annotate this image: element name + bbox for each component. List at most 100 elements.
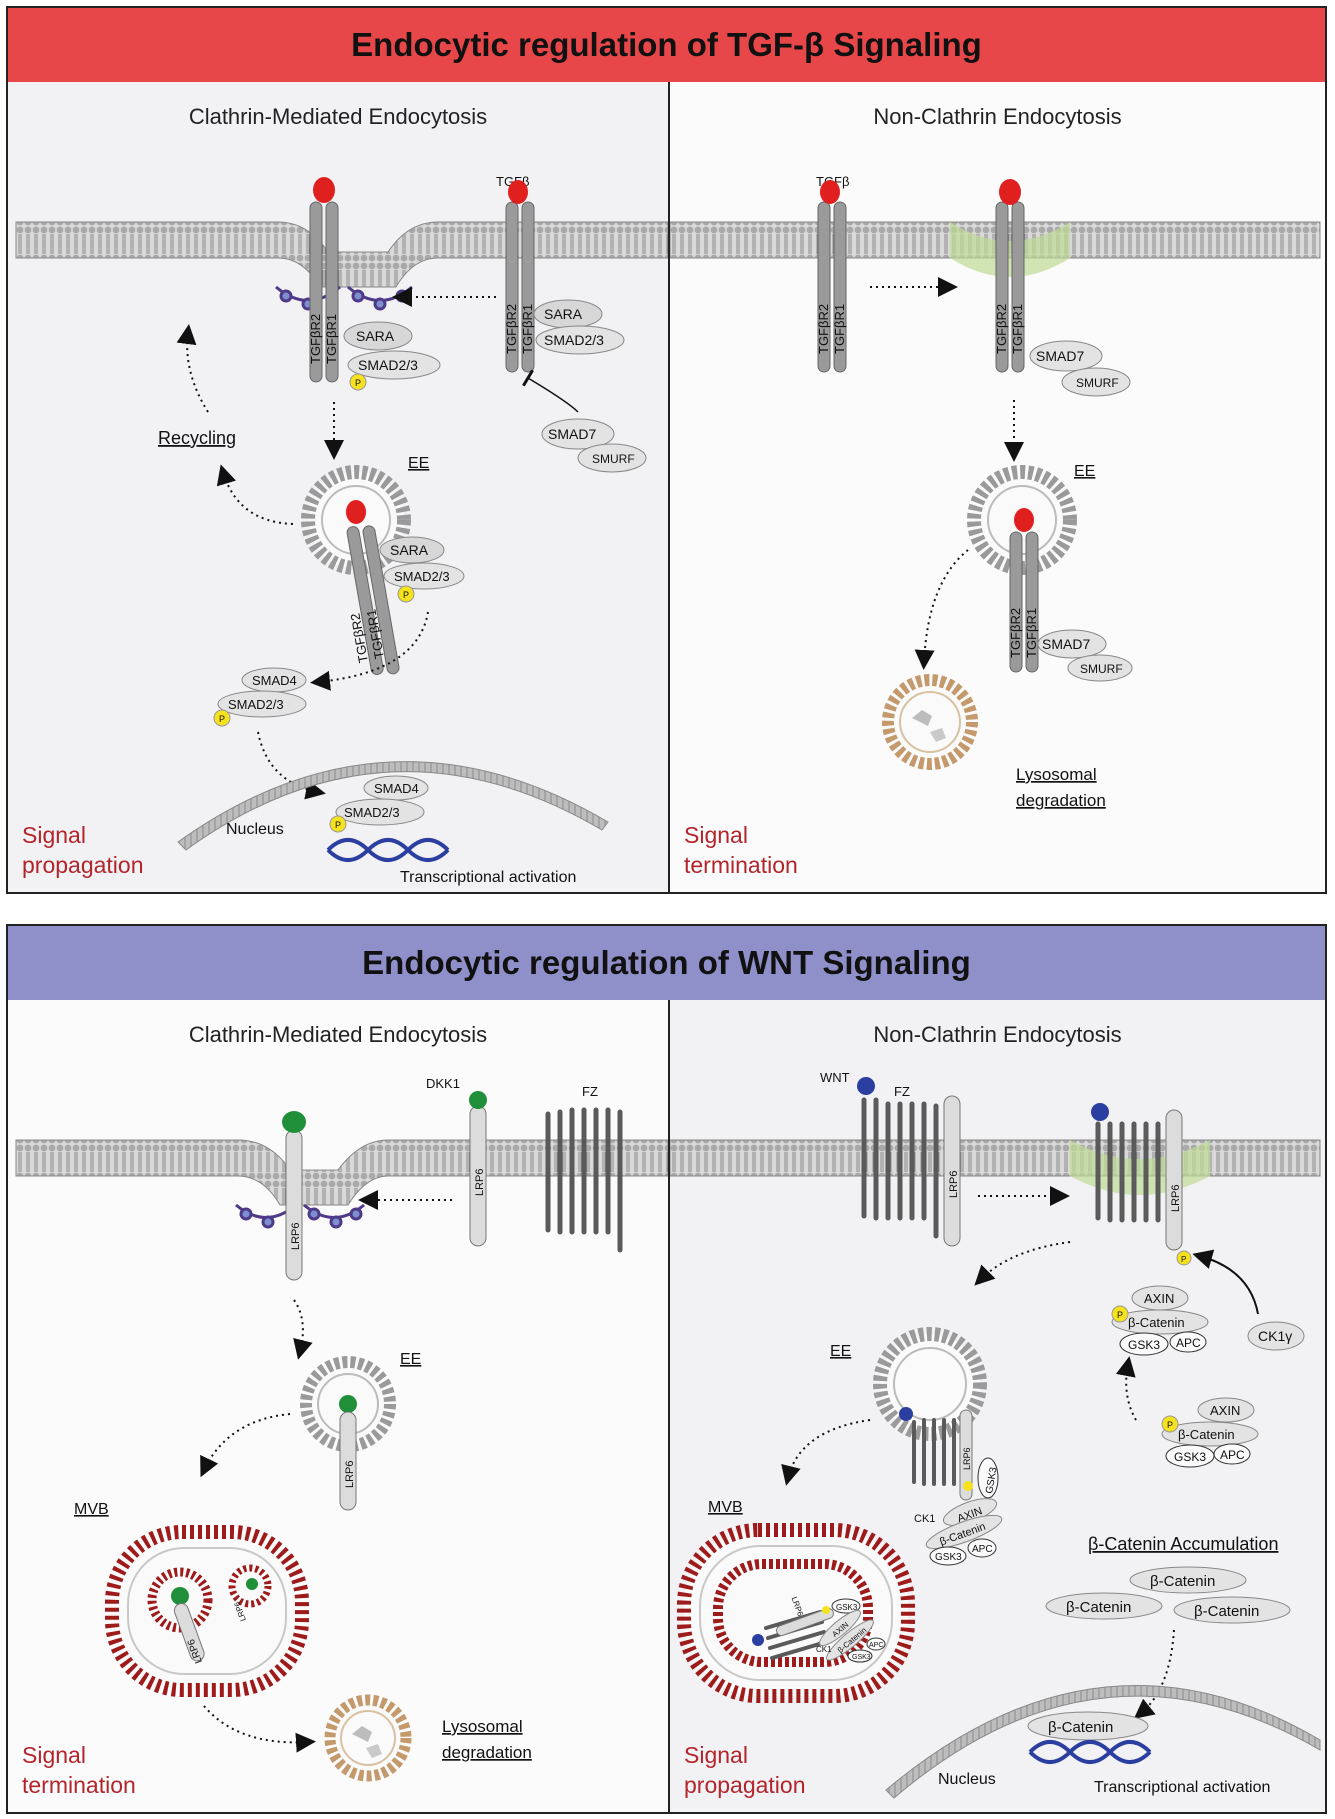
nuclear-envelope bbox=[177, 761, 609, 851]
panel-title: Non-Clathrin Endocytosis bbox=[873, 1022, 1122, 1047]
diagram-label: SARA bbox=[390, 542, 429, 558]
diagram-label: β-Catenin bbox=[1178, 1427, 1235, 1442]
diagram-label: AXIN bbox=[1144, 1291, 1174, 1306]
diagram-label: Transcriptional activation bbox=[400, 869, 576, 886]
early-endosome: EE TGFβR2 TGFβR1 SARA SMAD2/3 P bbox=[301, 455, 465, 676]
wnt-fz-lrp6-free: WNT FZ LRP6 bbox=[820, 1070, 961, 1247]
diagram-label: EE bbox=[400, 1351, 421, 1368]
diagram-label: CK1 bbox=[816, 1645, 832, 1654]
diagram-label: EE bbox=[830, 1343, 851, 1360]
tgf-section: Endocytic regulation of TGF-β Signaling … bbox=[6, 6, 1327, 894]
diagram-label: P bbox=[219, 714, 225, 724]
diagram-label: Recycling bbox=[158, 428, 236, 448]
lysosome bbox=[324, 1694, 412, 1782]
wnt-fz-lrp6-raft: LRP6 P bbox=[1091, 1103, 1192, 1266]
wnt-banner: Endocytic regulation of WNT Signaling bbox=[8, 926, 1325, 1002]
panel-title: Non-Clathrin Endocytosis bbox=[873, 104, 1122, 129]
tgfbr-complex-pit: TGFβR2 TGFβR1 SARA SMAD2/3 P bbox=[308, 177, 441, 391]
wnt-cme-panel: Clathrin-Mediated Endocytosis LRP6 DKK1 … bbox=[8, 1000, 670, 1812]
diagram-label: SMAD2/3 bbox=[544, 332, 604, 348]
diagram-label: Lysosomal bbox=[1016, 765, 1097, 784]
diagram-label: β-Catenin bbox=[1128, 1315, 1185, 1330]
diagram-label: Nucleus bbox=[938, 1771, 996, 1788]
tgf-cme-panel: Clathrin-Mediated Endocytosis TGFβR2 TGF… bbox=[8, 82, 670, 892]
diagram-label: LRP6 bbox=[1170, 1184, 1182, 1212]
smad7-smurf: SMAD7 SMURF bbox=[541, 418, 647, 473]
dna-helix bbox=[1028, 1740, 1152, 1764]
panel-title: Clathrin-Mediated Endocytosis bbox=[188, 104, 488, 129]
lysosome bbox=[882, 674, 978, 770]
diagram-label: degradation bbox=[442, 1743, 532, 1762]
diagram-label: APC bbox=[1220, 1448, 1245, 1462]
diagram-label: WNT bbox=[820, 1070, 850, 1085]
diagram-label: P bbox=[335, 820, 341, 830]
diagram-label: DKK1 bbox=[426, 1076, 460, 1091]
diagram-label: SMAD2/3 bbox=[228, 697, 284, 712]
plasma-membrane bbox=[670, 1139, 1321, 1177]
wnt-nce-diagram: WNT FZ LRP6 LRP6 P CK1γ AXIN bbox=[670, 1070, 1321, 1799]
multivesicular-body: LRP6 LRP6 bbox=[105, 1525, 309, 1697]
frizzled-receptor: FZ bbox=[545, 1084, 623, 1253]
diagram-label: SMAD4 bbox=[374, 781, 419, 796]
diagram-label: P bbox=[1117, 1310, 1123, 1320]
diagram-label: SMURF bbox=[592, 452, 635, 466]
diagram-label: FZ bbox=[894, 1084, 910, 1099]
diagram-label: P bbox=[403, 590, 409, 600]
diagram-label: LRP6 bbox=[344, 1460, 356, 1488]
diagram-label: CK1 bbox=[914, 1513, 935, 1525]
diagram-label: TGFβR2 bbox=[994, 304, 1009, 354]
plasma-membrane bbox=[15, 1139, 668, 1206]
diagram-label: GSK3 bbox=[1174, 1450, 1206, 1464]
diagram-label: SMAD2/3 bbox=[358, 357, 418, 373]
tgf-cme-diagram: TGFβR2 TGFβR1 SARA SMAD2/3 P TGFβ TGFβR2… bbox=[15, 174, 668, 886]
smad-complex-nuclear: SMAD4 SMAD2/3 P bbox=[329, 775, 429, 833]
diagram-label: GSK3 bbox=[852, 1654, 871, 1661]
diagram-label: SMAD7 bbox=[1036, 348, 1084, 364]
wnt-cme-diagram: LRP6 DKK1 LRP6 FZ EE LRP6 bbox=[15, 1076, 668, 1782]
diagram-label: TGFβR2 bbox=[816, 304, 831, 354]
diagram-label: Transcriptional activation bbox=[1094, 1779, 1270, 1796]
diagram-label: SMAD4 bbox=[252, 673, 297, 688]
diagram-label: β-Catenin bbox=[1048, 1719, 1113, 1736]
beta-catenin-pool: β-Catenin β-Catenin β-Catenin bbox=[1045, 1566, 1291, 1624]
diagram-label: MVB bbox=[74, 1501, 109, 1518]
lrp6-dkk1: DKK1 LRP6 bbox=[426, 1076, 487, 1247]
tgfbr-complex-free: TGFβ TGFβR2 TGFβR1 SARA SMAD2/3 bbox=[496, 174, 625, 373]
nuclear-beta-catenin: β-Catenin bbox=[1027, 1711, 1149, 1741]
diagram-label: TGFβR1 bbox=[324, 314, 339, 364]
nuclear-envelope bbox=[885, 1685, 1321, 1799]
diagram-label: GSK3 bbox=[836, 1603, 858, 1612]
diagram-label: TGFβR1 bbox=[520, 304, 535, 354]
diagram-label: TGFβR1 bbox=[1024, 608, 1039, 658]
lipid-raft bbox=[950, 222, 1070, 277]
tgfbr-complex-free: TGFβ TGFβR2 TGFβR1 bbox=[816, 174, 849, 373]
diagram-label: APC bbox=[869, 1642, 883, 1649]
diagram-label: SARA bbox=[356, 328, 395, 344]
diagram-label: SMAD2/3 bbox=[394, 569, 450, 584]
diagram-label: P bbox=[1167, 1420, 1173, 1430]
early-endosome: EE TGFβR2 TGFβR1 SMAD7 SMURF bbox=[967, 463, 1133, 682]
diagram-label: SMAD2/3 bbox=[344, 805, 400, 820]
diagram-label: APC bbox=[1176, 1336, 1201, 1350]
diagram-label: TGFβR1 bbox=[832, 304, 847, 354]
diagram-label: SMAD7 bbox=[548, 426, 596, 442]
tgf-nce-diagram: TGFβ TGFβR2 TGFβR1 TGFβR2 TGFβR1 SMAD7 S… bbox=[670, 174, 1321, 810]
diagram-label: Nucleus bbox=[226, 821, 284, 838]
diagram-label: P bbox=[355, 378, 361, 388]
diagram-label: LRP6 bbox=[290, 1222, 302, 1250]
wnt-nce-panel: Non-Clathrin Endocytosis WNT FZ LRP6 LRP… bbox=[670, 1000, 1325, 1812]
diagram-label: Lysosomal bbox=[442, 1717, 523, 1736]
lrp6-pit: LRP6 bbox=[282, 1111, 306, 1281]
tgf-banner: Endocytic regulation of TGF-β Signaling bbox=[8, 8, 1325, 84]
tgfb-ligand bbox=[313, 177, 335, 203]
multivesicular-body: LRP6 GSK3 AXIN β-Catenin CK1 GSK3 APC bbox=[677, 1523, 915, 1703]
diagram-label: β-Catenin bbox=[1194, 1603, 1259, 1620]
diagram-label: GSK3 bbox=[935, 1552, 962, 1563]
diagram-label: degradation bbox=[1016, 791, 1106, 810]
diagram-label: SMURF bbox=[1076, 376, 1119, 390]
clathrin-coat bbox=[275, 285, 413, 311]
diagram-label: MVB bbox=[708, 1499, 743, 1516]
